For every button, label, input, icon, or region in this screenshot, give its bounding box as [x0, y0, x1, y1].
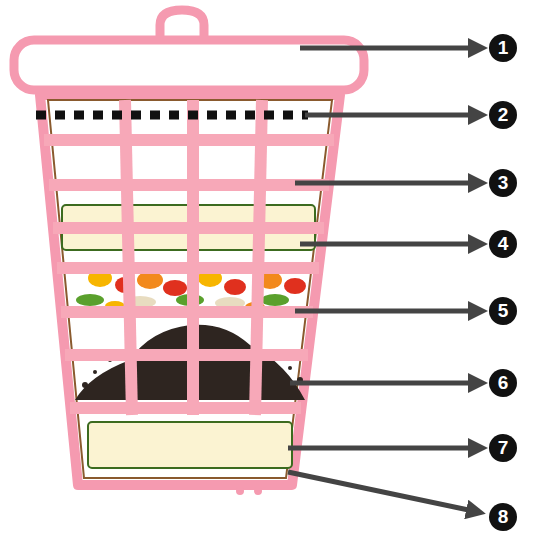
basket-body — [40, 95, 340, 485]
callout-number: 2 — [489, 101, 517, 129]
basket-grid — [44, 100, 334, 415]
basket-foot — [236, 487, 244, 495]
callout-number: 7 — [489, 434, 517, 462]
basket-foot — [254, 487, 262, 495]
callout-number: 1 — [489, 34, 517, 62]
mesh-line — [36, 111, 308, 120]
callout-number: 3 — [489, 169, 517, 197]
callout-number: 8 — [489, 503, 517, 531]
bottom-layer — [88, 422, 292, 468]
callout-number: 5 — [489, 297, 517, 325]
callout-number: 6 — [489, 369, 517, 397]
basket-lining — [48, 100, 332, 478]
leader-arrows — [288, 48, 480, 512]
callout-number: 4 — [489, 230, 517, 258]
